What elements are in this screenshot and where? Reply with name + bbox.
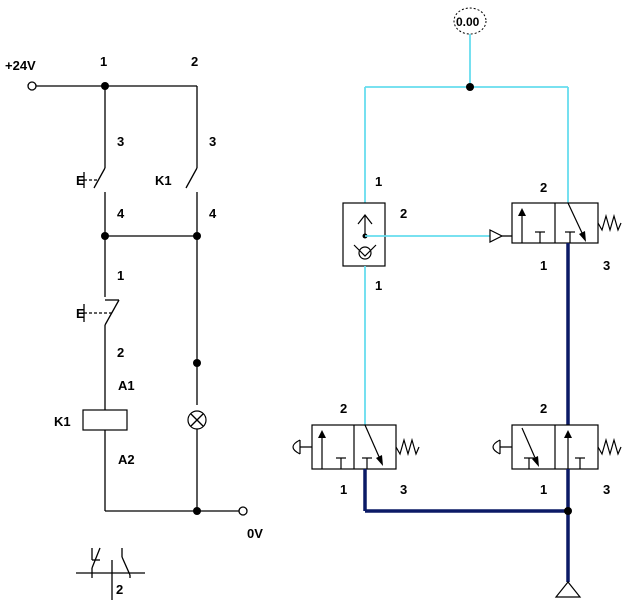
- gauge-value: 0.00: [456, 15, 480, 29]
- coil-terminal-a1: A1: [118, 378, 135, 393]
- shuttle-port-in-top: 1: [375, 174, 382, 189]
- pb-nc-tag: E: [76, 306, 85, 321]
- air-source-icon[interactable]: [554, 581, 582, 598]
- junction-node: [466, 83, 474, 91]
- shuttle-port-out: 2: [400, 206, 407, 221]
- ground-label: 0V: [247, 526, 263, 541]
- pilot-port-in: 1: [540, 258, 547, 273]
- ground-terminal[interactable]: [238, 506, 248, 516]
- manual-left-port-exhaust: 3: [400, 482, 407, 497]
- manual-right-port-in: 1: [540, 482, 547, 497]
- pilot-triangle: [489, 229, 504, 243]
- relay-coil-K1[interactable]: [82, 409, 128, 431]
- junction-node: [193, 507, 201, 515]
- contact-map: [76, 547, 145, 600]
- contact-terminal-top: 3: [209, 134, 216, 149]
- pilot-port-exhaust: 3: [603, 258, 610, 273]
- manual-right-port-exhaust: 3: [603, 482, 610, 497]
- shuttle-port-in-bottom: 1: [375, 278, 382, 293]
- column-number-2: 2: [191, 54, 198, 69]
- pushbutton-no-E[interactable]: [83, 167, 106, 189]
- junction-node: [193, 359, 201, 367]
- junction-node: [564, 507, 572, 515]
- manual-left-port-out: 2: [340, 401, 347, 416]
- pb-nc-terminal-bottom: 2: [117, 345, 124, 360]
- pushbutton-nc-E[interactable]: [83, 299, 120, 326]
- contact-map-column: 2: [116, 582, 123, 597]
- manual-valve-left[interactable]: [292, 424, 420, 470]
- column-number-1: 1: [100, 54, 107, 69]
- pb-no-terminal-top: 3: [117, 134, 124, 149]
- manual-valve-right[interactable]: [492, 424, 622, 470]
- coil-tag: K1: [54, 414, 71, 429]
- manual-right-port-out: 2: [540, 401, 547, 416]
- supply-label: +24V: [5, 58, 36, 73]
- electrical-circuit: +24V 1 2 E 3 4 E 1 2 K1 A1 A2: [5, 54, 263, 600]
- pb-no-tag: E: [76, 173, 85, 188]
- contact-tag: K1: [155, 173, 172, 188]
- coil-terminal-a2: A2: [118, 452, 135, 467]
- pilot-port-out: 2: [540, 180, 547, 195]
- pb-nc-terminal-top: 1: [117, 268, 124, 283]
- supply-terminal[interactable]: [27, 81, 37, 91]
- relay-contact-K1[interactable]: [185, 167, 198, 189]
- junction-node: [193, 232, 201, 240]
- shuttle-valve[interactable]: [342, 202, 386, 267]
- manual-left-port-in: 1: [340, 482, 347, 497]
- pressure-gauge[interactable]: [453, 7, 487, 35]
- contact-terminal-bottom: 4: [209, 206, 217, 221]
- pneumatic-circuit: 0.00 1 2 1: [292, 7, 622, 598]
- pilot-valve[interactable]: [511, 202, 622, 244]
- pb-no-terminal-bottom: 4: [117, 206, 125, 221]
- lamp-icon[interactable]: [187, 410, 207, 430]
